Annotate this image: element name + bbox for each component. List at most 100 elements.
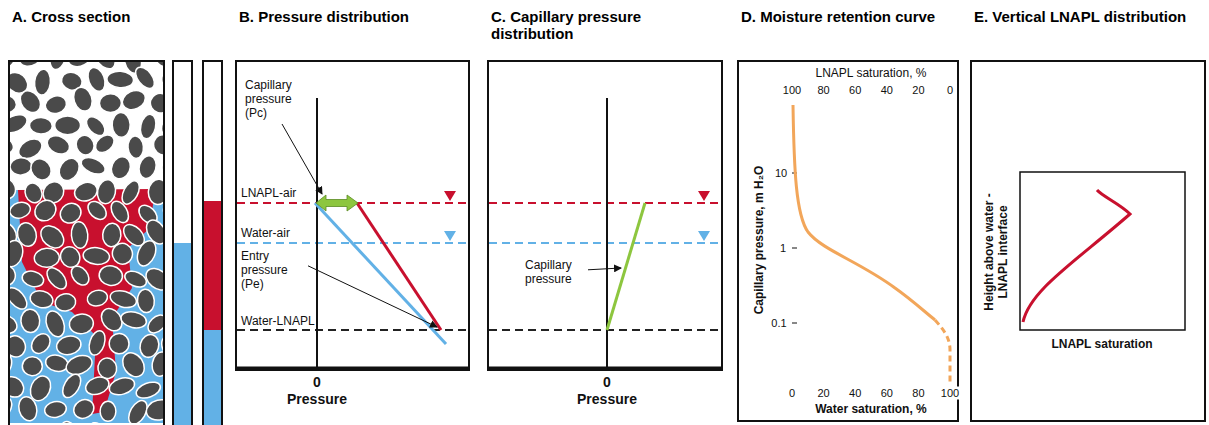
soil-grain <box>92 131 117 156</box>
soil-grain <box>10 421 27 423</box>
panel-title: A. Cross section <box>12 8 130 25</box>
soil-grain <box>44 132 72 157</box>
soil-grain <box>10 62 20 72</box>
well-column <box>203 61 222 425</box>
tick-label: 1 <box>779 242 787 255</box>
soil-grain <box>132 64 158 92</box>
soil-grain <box>10 111 30 136</box>
soil-grain <box>71 85 95 114</box>
soil-grain <box>10 157 33 176</box>
soil-grain <box>47 62 68 71</box>
soil-grain <box>58 419 83 423</box>
tick-label: 10 <box>774 167 788 180</box>
soil-grain <box>68 263 93 289</box>
axis-title: Pressure <box>286 391 348 407</box>
soil-grain <box>43 400 67 419</box>
soil-grain <box>36 221 68 252</box>
soil-grain <box>112 112 131 137</box>
soil-grain <box>147 178 163 205</box>
soil-grain <box>70 221 89 249</box>
soil-grain <box>28 330 54 357</box>
lnapl-fill <box>204 201 221 330</box>
water-column <box>173 61 192 425</box>
soil-grain <box>31 196 60 225</box>
soil-grain <box>10 94 17 114</box>
panel-title: B. Pressure distribution <box>239 8 409 25</box>
soil-grain <box>43 93 68 116</box>
soil-grain <box>59 371 84 400</box>
soil-grain <box>10 134 16 157</box>
soil-grain <box>70 396 97 422</box>
tick-label: 100 <box>940 387 960 400</box>
soil-grain <box>10 394 16 423</box>
soil-grain <box>99 94 121 113</box>
soil-grain <box>86 288 110 308</box>
soil-grain <box>108 154 134 182</box>
soil-grain <box>162 243 163 272</box>
pressure-plot <box>237 98 468 368</box>
axis-zero: 0 <box>312 374 322 390</box>
soil-grain <box>144 397 163 423</box>
water-fill <box>174 243 191 425</box>
soil-grain <box>108 288 138 311</box>
axis-title: LNAPL saturation, % <box>815 66 928 80</box>
capillary-plot <box>489 98 721 368</box>
level-label: Water-LNAPL <box>240 314 316 328</box>
soil-grain <box>119 309 147 330</box>
tick-label: 0 <box>788 387 796 400</box>
soil-grain <box>10 238 26 269</box>
soil-grain <box>10 200 32 221</box>
soil-grain <box>16 395 39 423</box>
callout-label: Capillary pressure <box>524 258 588 286</box>
soil-grain <box>10 176 18 200</box>
panel-title: D. Moisture retention curve <box>741 8 935 25</box>
water-fill <box>204 330 221 425</box>
retention-curve <box>792 105 950 385</box>
panel-title: E. Vertical LNAPL distribution <box>974 8 1186 25</box>
soil-grain <box>20 309 40 333</box>
soil-grain <box>29 117 52 134</box>
soil-grain <box>161 68 163 91</box>
axis-title: Water saturation, % <box>814 402 928 416</box>
soil-grain <box>55 155 83 185</box>
axis-title: Capillary pressure, m H₂O <box>752 165 766 316</box>
soil-grain <box>109 333 129 354</box>
tick-label: 60 <box>880 387 894 400</box>
panel-frame: D. Moisture retention curve <box>737 60 959 422</box>
tick-label: 40 <box>880 84 894 97</box>
tick-label: 80 <box>816 84 830 97</box>
soil-grain <box>136 154 158 181</box>
tick-label: 60 <box>848 84 862 97</box>
soil-grain <box>22 356 43 376</box>
tick-label: 40 <box>848 387 862 400</box>
panel-frame: C. Capillary pressure distribution <box>487 60 723 371</box>
tick-label: 80 <box>911 387 925 400</box>
soil-grain <box>82 246 110 265</box>
soil-grain <box>137 420 163 423</box>
soil-grain <box>86 329 108 357</box>
soil-grain <box>148 91 163 116</box>
tick-label: 20 <box>911 84 925 97</box>
tick-label: 0.1 <box>770 317 787 330</box>
soil-grain <box>137 289 156 314</box>
tick-label: 20 <box>816 387 830 400</box>
axis-zero: 0 <box>602 374 612 390</box>
soil-grain <box>68 313 94 335</box>
soil-grain <box>145 312 163 337</box>
soil-grain <box>10 351 14 377</box>
soil-grain <box>85 65 108 94</box>
axis-title: Pressure <box>576 391 638 407</box>
soil-grain <box>10 263 18 288</box>
soil-grain <box>159 420 163 423</box>
panel-title: C. Capillary pressure distribution <box>491 8 696 42</box>
soil-grain <box>138 113 158 140</box>
soil-grain <box>84 198 109 223</box>
soil-grain <box>107 375 136 398</box>
soil-grain <box>83 374 111 398</box>
soil-grain <box>55 116 81 135</box>
soil-grain <box>20 269 45 289</box>
axis-title: Height above water - LNAPL interface <box>982 176 1010 328</box>
soil-grain <box>161 200 163 225</box>
